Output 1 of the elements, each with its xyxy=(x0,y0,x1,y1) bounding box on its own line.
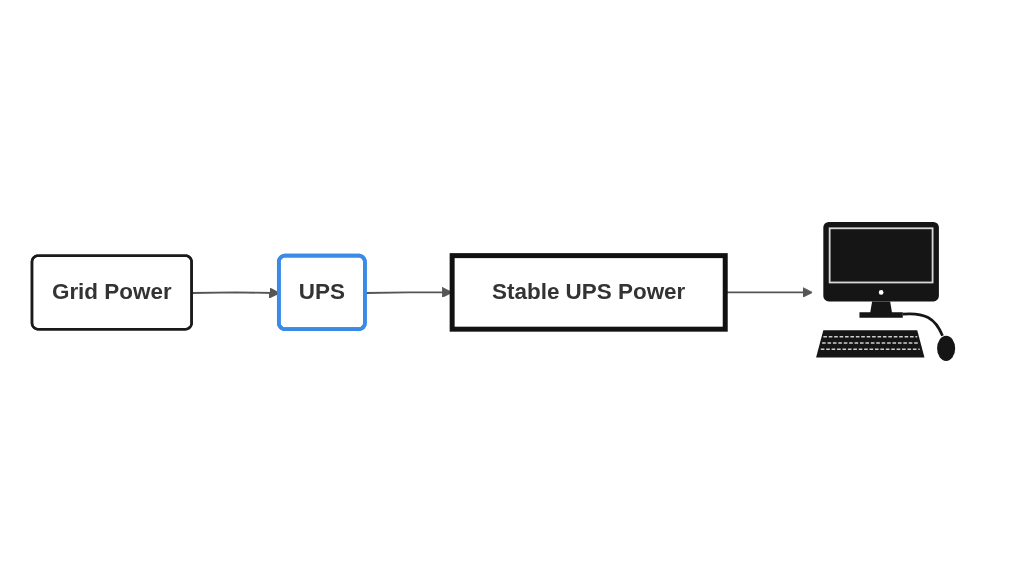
node-box: Stable UPS Power xyxy=(449,253,728,332)
